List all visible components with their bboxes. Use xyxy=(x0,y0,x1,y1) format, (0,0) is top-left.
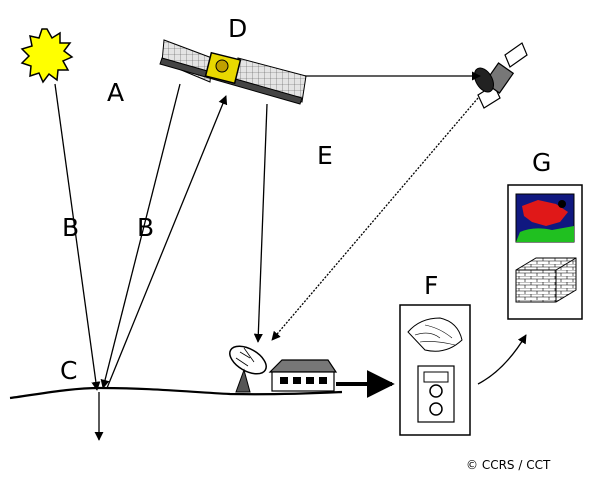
label-f: F xyxy=(424,271,439,300)
ground-line xyxy=(9,386,343,400)
arrow-sun-to-ground xyxy=(54,83,101,391)
arrow-satellite-to-ground xyxy=(100,83,181,389)
label-c: C xyxy=(60,356,78,385)
label-e: E xyxy=(317,141,333,170)
relay-satellite-icon xyxy=(474,42,528,109)
ground-station-icon xyxy=(268,359,338,392)
label-a: A xyxy=(107,78,125,107)
arrow-ground-to-satellite xyxy=(106,95,228,389)
sun-icon xyxy=(20,28,74,84)
label-g: G xyxy=(532,148,552,177)
display-panel xyxy=(507,184,583,320)
label-b-sun: B xyxy=(62,213,80,242)
label-d: D xyxy=(228,14,248,43)
arrow-relay-to-station xyxy=(271,97,479,341)
processing-panel xyxy=(399,304,471,436)
label-b-satellite: B xyxy=(137,213,155,242)
receiving-dish-icon xyxy=(229,345,267,393)
satellite-d-icon xyxy=(159,39,307,105)
arrow-processing-to-display xyxy=(477,334,527,385)
arrow-satellite-to-station xyxy=(253,103,268,343)
copyright-text: © CCRS / CCT xyxy=(466,458,551,472)
